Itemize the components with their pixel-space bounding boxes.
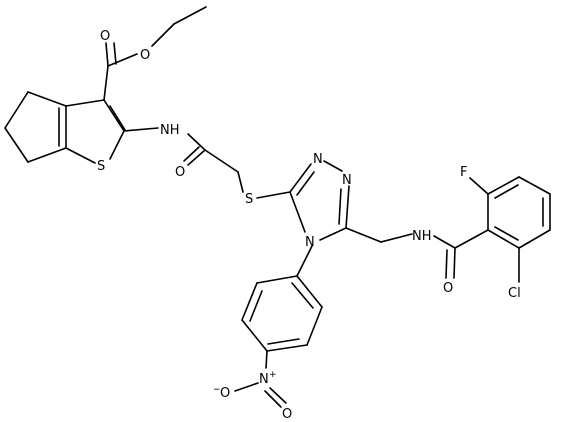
atom-nitrogen-triazole: N [305,235,315,250]
atom-sulfur-thioether: S [245,192,253,207]
bond [204,149,239,173]
atom-fluorine: F [460,165,467,180]
bond [27,91,67,107]
bond [256,191,291,199]
bond [469,177,489,195]
bond [494,226,519,241]
bond [518,176,551,195]
bond [109,130,125,160]
bond [296,245,313,277]
bond [265,350,268,369]
bond [338,188,342,225]
bond [289,191,306,233]
bond [445,249,448,279]
bond [241,319,268,352]
bond [123,127,159,132]
bond [453,247,456,279]
charge-positive: + [269,370,277,380]
bond [113,42,117,65]
bond [319,227,347,241]
bond [269,387,287,404]
bond [345,227,382,243]
atom-nh-amide: NH [412,229,432,244]
bond [173,6,207,25]
bond [105,42,109,67]
bond [454,229,489,249]
bond [65,147,96,164]
bond [109,105,126,131]
atom-oxygen-nitro: O [220,386,230,401]
bond [296,171,315,196]
bond [187,133,206,151]
bond [241,282,258,321]
bond [267,338,300,345]
bond [345,185,350,229]
atom-nh-amide: NH [160,123,180,138]
bond [306,306,323,346]
atom-nitrogen-triazole: N [342,173,352,188]
bond [65,99,105,107]
bond [256,275,298,284]
bond [291,282,314,309]
bond [323,160,343,172]
atom-oxygen-nitro: O [282,407,292,422]
bond [107,53,138,67]
atom-nitrogen-nitro: N [259,372,269,387]
bond [518,229,551,249]
bond [494,184,519,199]
bond [237,171,244,193]
bond [289,163,312,193]
bond [183,146,200,162]
atom-oxygen-carbonyl-ester: O [100,29,110,44]
bond [4,91,29,129]
atom-oxygen-amide: O [175,165,185,180]
bond [103,99,125,132]
bond [296,275,323,308]
bond [4,127,29,163]
atom-sulfur-thiophene: S [97,159,105,174]
bond [266,344,308,352]
bond [487,229,520,249]
atom-oxygen-ester: O [140,48,150,63]
atom-chlorine: Cl [508,286,521,301]
bond [264,390,282,408]
bond [249,290,263,322]
bond [103,65,109,101]
bond-layer [4,6,551,408]
bond [487,176,520,195]
bond [234,382,259,392]
bond [187,149,206,166]
atom-label-layer: O O NH S O S N N N NH F O Cl N + O − O [97,29,521,422]
atom-oxygen-amide: O [443,281,453,296]
bond [433,235,456,249]
charge-negative: − [213,385,221,395]
bond [151,23,175,47]
bond [27,147,67,163]
bond [380,233,413,243]
atom-nitrogen-triazole: N [313,152,323,167]
